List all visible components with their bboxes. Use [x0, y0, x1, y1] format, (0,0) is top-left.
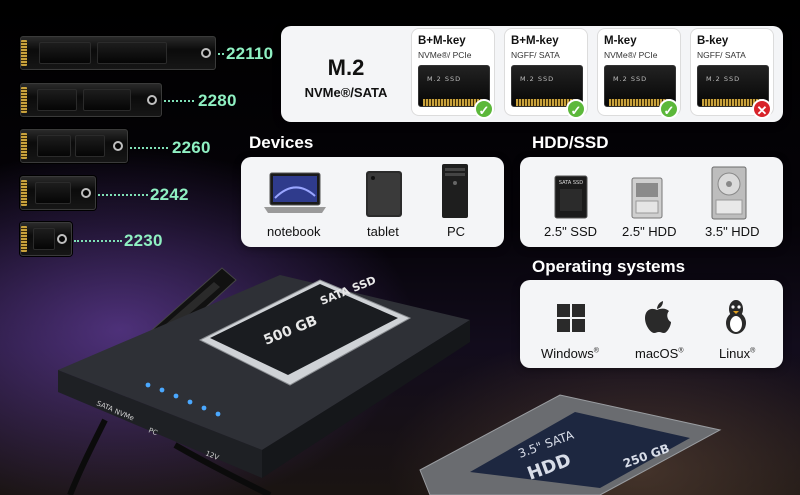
- m2-stick-2280: [20, 83, 162, 117]
- hdd-photo-size: 3.5" SATA: [516, 428, 576, 461]
- linux-icon: [726, 300, 746, 334]
- os-windows: [556, 303, 586, 333]
- windows-icon: [557, 304, 585, 332]
- m2-length-label: 2242: [150, 185, 189, 204]
- os-label: Windows®: [541, 346, 599, 361]
- device-notebook: [262, 170, 328, 216]
- device-label: PC: [447, 224, 466, 239]
- os-macos: [642, 300, 672, 334]
- drive-label: 3.5" HDD: [705, 224, 760, 239]
- os-linux: [722, 299, 750, 335]
- device-label: notebook: [267, 224, 321, 239]
- drive-hdd-25: [631, 177, 663, 219]
- m2-length-label: 2230: [124, 231, 163, 250]
- check-icon: ✓: [659, 99, 679, 119]
- device-tablet: [364, 170, 404, 217]
- inserted-sata-ssd: SATA SSD 500 GB: [198, 274, 412, 386]
- drive-label: 2.5" HDD: [622, 224, 677, 239]
- ssd-photo-label: SATA SSD: [318, 274, 378, 308]
- device-label: tablet: [367, 224, 399, 239]
- m2-stick-2230: [20, 222, 72, 256]
- hdd-photo-capacity: 250 GB: [621, 441, 671, 471]
- m2-length-label: 2280: [198, 91, 237, 110]
- m2-stick-2260: [20, 129, 128, 163]
- hdd-35-icon: [711, 166, 747, 220]
- laptop-icon: [264, 172, 326, 213]
- dock-port-label: 12V: [204, 449, 220, 462]
- check-icon: ✓: [566, 99, 586, 119]
- dock-body: SATA NVMe PC 12V: [58, 275, 470, 478]
- m2-length-label: 2260: [172, 138, 211, 157]
- dock-port-label: SATA: [95, 399, 114, 413]
- hdd-25-icon: [631, 177, 663, 219]
- ssd-badge: SATA SSD: [559, 180, 583, 186]
- os-label: Linux®: [719, 346, 756, 361]
- drive-label: 2.5" SSD: [544, 224, 598, 239]
- device-pc: [440, 163, 470, 219]
- cross-icon: ✕: [752, 99, 772, 119]
- ssd-photo-capacity: 500 GB: [262, 313, 320, 349]
- tablet-icon: [366, 171, 402, 217]
- m2-length-label: 22110: [226, 44, 274, 63]
- devices-title: Devices: [249, 133, 314, 152]
- apple-icon: [645, 301, 671, 333]
- dock-port-label: NVMe: [113, 407, 135, 422]
- m2-stick-2242: [20, 176, 96, 210]
- hdd-photo-type: HDD: [525, 450, 574, 485]
- dock-port-label: PC: [147, 426, 159, 437]
- os-label: macOS®: [635, 346, 684, 361]
- check-icon: ✓: [474, 99, 494, 119]
- m2-stick-22110: [20, 36, 216, 70]
- drives-title: HDD/SSD: [532, 133, 609, 152]
- pc-tower-icon: [442, 164, 468, 218]
- m2-title: M.2 NVMe®/SATA: [304, 55, 388, 100]
- ssd-icon: SATA SSD: [554, 175, 588, 219]
- drive-hdd-35: [711, 166, 747, 220]
- inserted-m2-stick: [134, 267, 237, 359]
- drive-ssd: SATA SSD: [554, 175, 588, 219]
- hdd-35-photo: 3.5" SATA HDD 250 GB: [419, 394, 722, 495]
- os-title: Operating systems: [532, 257, 686, 276]
